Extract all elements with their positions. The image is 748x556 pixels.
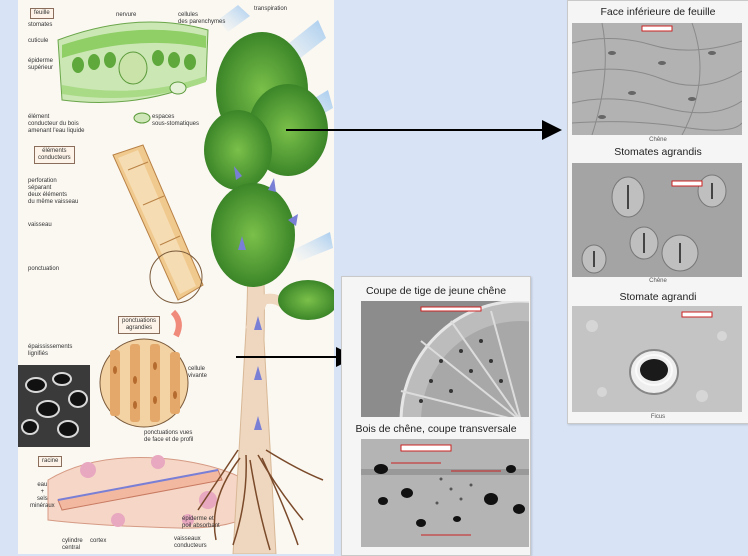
caption-ficus: Ficus bbox=[568, 414, 748, 420]
micrograph-oak-wood bbox=[361, 439, 529, 547]
stem-section-panel: Coupe de tige de jeune chêne Bois de chê… bbox=[341, 276, 531, 556]
leaf-surface-panel: Face inférieure de feuille Chêne Stomate… bbox=[567, 0, 748, 424]
caption-chene-1: Chêne bbox=[568, 137, 748, 143]
micrograph-stem-section bbox=[361, 301, 529, 417]
micrograph-stomata bbox=[572, 163, 742, 277]
title-coupe-tige: Coupe de tige de jeune chêne bbox=[342, 285, 530, 297]
title-face-inferieure: Face inférieure de feuille bbox=[568, 6, 748, 18]
micrograph-single-stoma bbox=[572, 306, 742, 412]
title-stomate-agrandi: Stomate agrandi bbox=[568, 291, 748, 303]
micrograph-leaf-surface bbox=[572, 23, 742, 135]
caption-chene-2: Chêne bbox=[568, 278, 748, 284]
title-stomates-agrandis: Stomates agrandis bbox=[568, 146, 748, 158]
title-bois-chene: Bois de chêne, coupe transversale bbox=[342, 423, 530, 435]
